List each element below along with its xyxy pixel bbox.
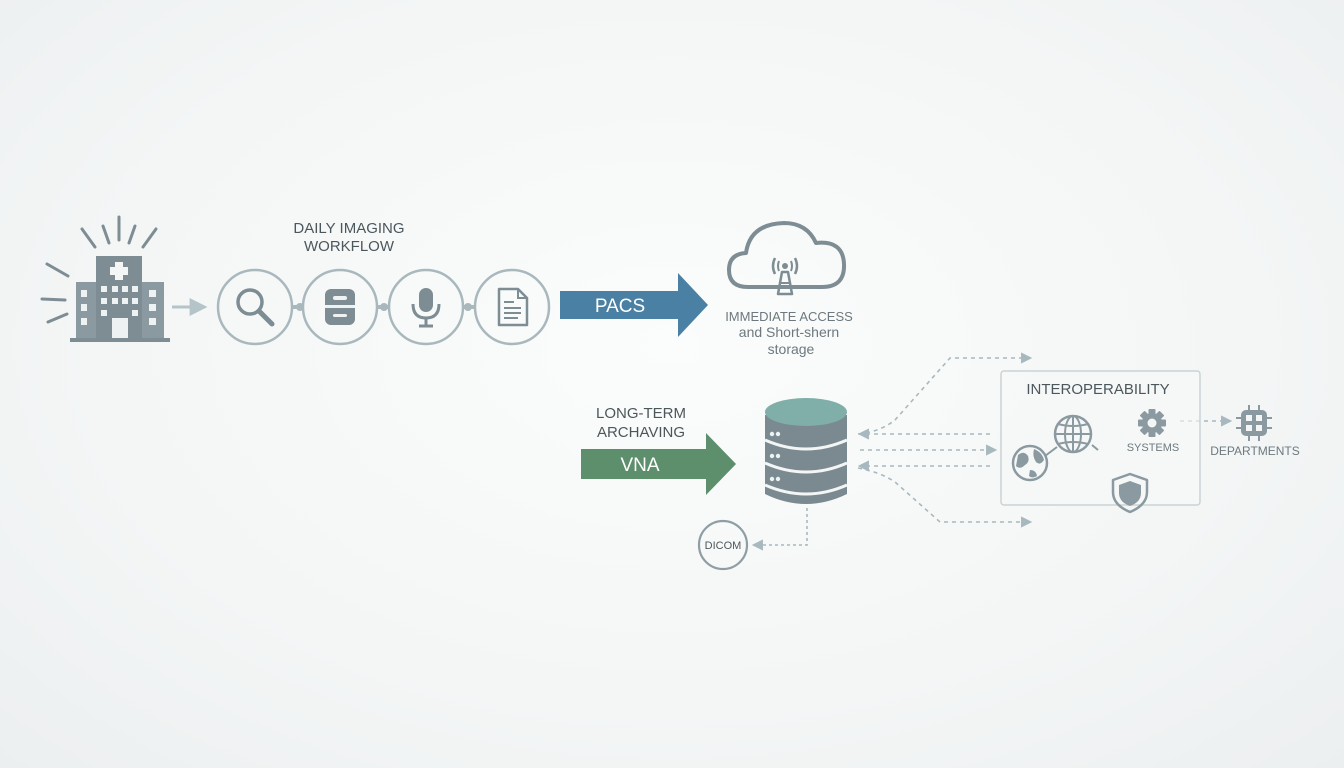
workflow-title-line2: WORKFLOW — [304, 238, 395, 255]
cloud-storage-icon — [727, 221, 847, 296]
pacs-caption-line2: and Short-shern — [739, 324, 839, 340]
dicom-label: DICOM — [705, 540, 742, 552]
globe-link-2 — [1091, 444, 1099, 451]
globe-link — [1044, 446, 1058, 457]
db-to-dicom-connector — [751, 508, 808, 551]
workflow-step-report — [473, 268, 551, 346]
pacs-label: PACS — [595, 296, 645, 317]
pacs-arrow: PACS — [560, 273, 708, 337]
workflow-connectors — [292, 303, 474, 311]
hospital-rays — [40, 215, 158, 324]
vna-title-line2: ARCHAVING — [597, 424, 685, 441]
antenna-icon — [771, 257, 799, 296]
globe-icon — [1011, 444, 1049, 482]
network-globe-icon — [1053, 414, 1093, 454]
connector-bottom — [857, 467, 1033, 528]
interoperability-panel: INTEROPERABILITY — [1000, 370, 1201, 514]
gear-icon — [1138, 409, 1166, 437]
scanner-icon — [325, 289, 355, 325]
workflow-title-line1: DAILY IMAGING — [293, 220, 404, 237]
workflow-step-scan — [301, 268, 379, 346]
workflow-step-dictation — [387, 268, 465, 346]
dicom-node: DICOM — [697, 519, 749, 571]
hospital-icon — [40, 215, 170, 342]
microphone-icon — [411, 288, 441, 328]
interoperability-title: INTEROPERABILITY — [1026, 381, 1169, 398]
connector-top — [857, 352, 1033, 435]
workflow-step-search — [216, 268, 294, 346]
report-document-icon — [497, 287, 529, 327]
vna-arrow: VNA — [581, 433, 736, 495]
pacs-caption-line1: IMMEDIATE ACCESS — [725, 309, 853, 324]
departments-icon — [1236, 405, 1272, 441]
systems-label: SYSTEMS — [1127, 442, 1180, 454]
vna-title-line1: LONG-TERM — [596, 405, 686, 422]
magnifier-icon — [236, 288, 275, 327]
shield-icon — [1111, 472, 1149, 514]
database-icon — [764, 398, 848, 504]
vna-label: VNA — [620, 455, 659, 476]
departments-label: DEPARTMENTS — [1210, 444, 1300, 458]
pacs-caption-line3: storage — [768, 341, 815, 357]
